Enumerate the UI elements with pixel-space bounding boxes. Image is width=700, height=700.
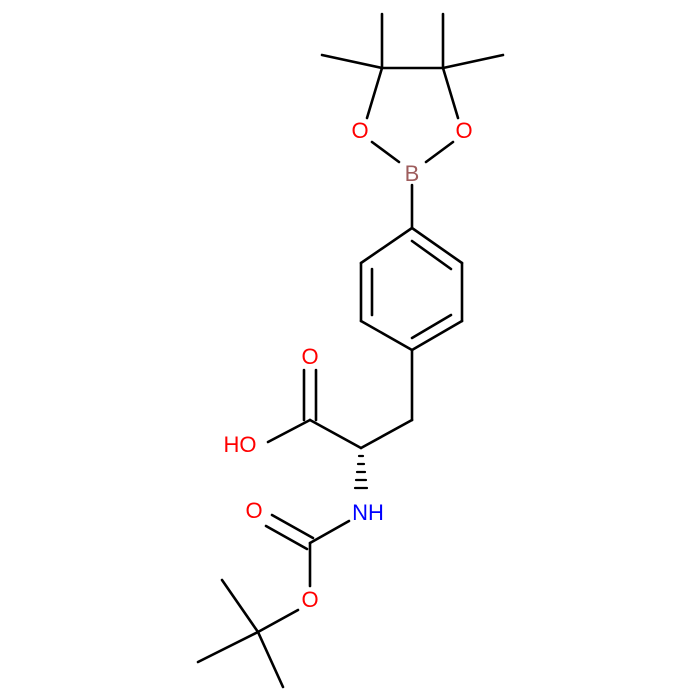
carboxylic-acid [266,368,363,450]
bond-tbu-methyl-2 [196,630,260,664]
bond-methyl-2 [320,53,384,70]
bond-tbu-methyl-1 [220,578,260,634]
benzene-ring [359,226,464,352]
bond-ring-3 [410,319,464,352]
bond-boc-double-b [264,524,309,551]
bond-methyl-4 [441,53,505,70]
bond-carboxyl-oh [266,418,312,444]
atom-boron: B [405,161,420,186]
bond-calpha-ccarboxyl [308,418,363,450]
bond-o-b-left [370,140,401,164]
bond-boc-double-a [270,513,315,540]
bond-ring-inner-2 [410,313,453,340]
bond-oester-ctbu [256,608,300,634]
bond-ring-4 [359,319,414,352]
hashed-wedge [353,454,369,490]
atom-oh-acid: HO [224,432,257,457]
atom-o-ring-left: O [351,118,368,143]
bond-c-o-right [441,66,460,120]
atom-o-acid-carbonyl: O [301,344,318,369]
atom-o-boc-carbonyl: O [245,498,262,523]
bond-ring-1 [410,226,464,265]
atom-o-boc-ester: O [301,587,318,612]
bond-tbu-methyl-3 [256,630,285,689]
atom-nh: NH [352,500,384,525]
boc-group [196,513,351,689]
atom-o-ring-right: O [455,118,472,143]
bond-ring-inner-1 [410,239,453,271]
bond-c-o-left [365,66,384,120]
bond-ring-6 [359,226,414,265]
bond-n-ccarbonyl [308,519,351,545]
bond-ch2-calpha [359,418,414,450]
bond-o-b-right [424,140,455,164]
pinacol-methyls [320,12,505,70]
dioxaborolane-ring [365,66,460,164]
